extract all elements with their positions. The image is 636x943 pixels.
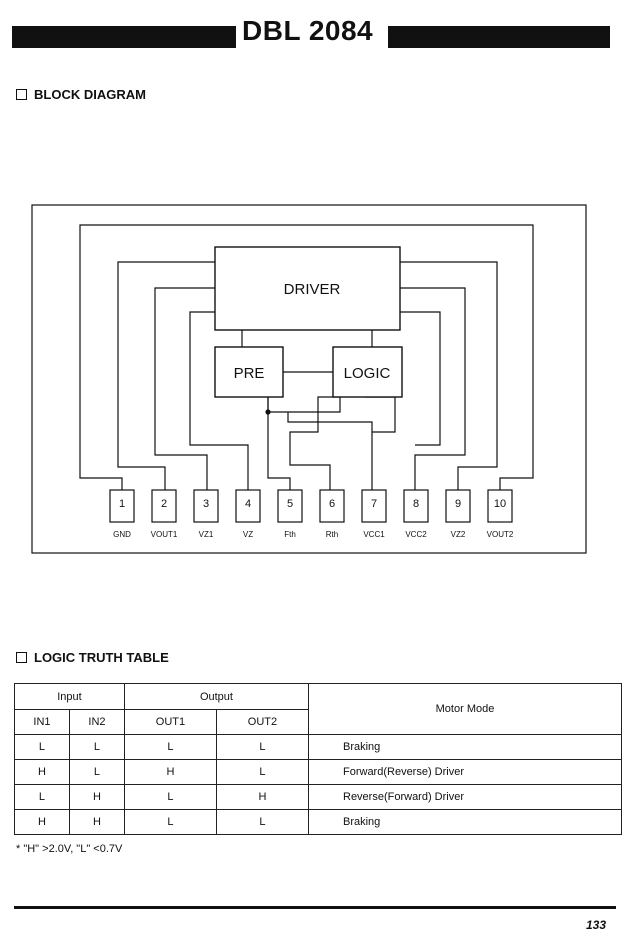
cell-out1: L (123, 784, 217, 810)
pin-box (109, 489, 135, 523)
cell-in2: H (68, 809, 125, 835)
wire-pin4 (189, 311, 249, 490)
diagram-frame (31, 204, 587, 554)
truth-table-footnote: * "H" >2.0V, "L" <0.7V (16, 843, 123, 855)
cell-mode: Braking (308, 734, 622, 760)
pin-number: 3 (203, 498, 209, 510)
cell-out2: L (215, 759, 310, 785)
cell-in1: L (14, 784, 70, 810)
cell-mode: Forward(Reverse) Driver (308, 759, 622, 785)
wire-pin7-a (287, 412, 373, 490)
truth-table-heading: LOGIC TRUTH TABLE (16, 650, 169, 665)
col-out1: OUT1 (123, 709, 217, 735)
pin-box (151, 489, 177, 523)
wire-pin7-b (365, 396, 396, 433)
table-row: H L H L Forward(Reverse) Driver (14, 759, 622, 785)
pin-number: 8 (413, 498, 419, 510)
cell-mode: Braking (308, 809, 622, 835)
pin-box (193, 489, 219, 523)
junction-dot (265, 409, 271, 415)
page-title: DBL 2084 (239, 14, 377, 48)
cell-out2: L (215, 809, 310, 835)
col-in1: IN1 (14, 709, 70, 735)
pin-label: VOUT2 (487, 530, 514, 539)
wire-pin3 (154, 287, 215, 490)
pin-box (361, 489, 387, 523)
checkbox-icon (16, 652, 27, 663)
pin-label: VZ2 (451, 530, 466, 539)
pin-box (403, 489, 429, 523)
cell-in2: H (68, 784, 125, 810)
cell-out1: L (123, 809, 217, 835)
pin-label: VZ1 (199, 530, 214, 539)
pin-label: VCC1 (363, 530, 385, 539)
pin-number: 1 (119, 498, 125, 510)
pin-label: GND (113, 530, 131, 539)
cell-out2: H (215, 784, 310, 810)
pin-box (277, 489, 303, 523)
cell-out1: H (123, 759, 217, 785)
table-group-header-row: Input Output Motor Mode (14, 683, 622, 735)
page-number: 133 (586, 918, 607, 932)
wire-pin1 (79, 224, 534, 490)
motor-mode-header: Motor Mode (308, 683, 622, 735)
group-input-header: Input (14, 683, 125, 710)
truth-table-heading-text: LOGIC TRUTH TABLE (34, 650, 169, 665)
pin-label: Fth (284, 530, 296, 539)
cell-in2: L (68, 734, 125, 760)
block-diagram-heading-text: BLOCK DIAGRAM (34, 87, 146, 102)
col-out2: OUT2 (215, 709, 310, 735)
pin-number: 10 (494, 498, 506, 510)
group-output-header: Output (123, 683, 310, 710)
cell-out2: L (215, 734, 310, 760)
pin-number: 6 (329, 498, 335, 510)
pin-number: 7 (371, 498, 377, 510)
table-row: L L L L Braking (14, 734, 622, 760)
pre-block (214, 346, 284, 398)
bottom-rule (14, 906, 616, 909)
pin-number: 5 (287, 498, 293, 510)
cell-in1: H (14, 809, 70, 835)
pin-box (445, 489, 471, 523)
checkbox-icon (16, 89, 27, 100)
pre-label: PRE (234, 365, 265, 382)
title-bar-left (12, 26, 236, 48)
truth-table: Input Output Motor Mode IN1 IN2 OUT1 OUT… (14, 683, 622, 835)
table-row: H H L L Braking (14, 809, 622, 835)
table-row: L H L H Reverse(Forward) Driver (14, 784, 622, 810)
driver-label: DRIVER (284, 281, 341, 298)
pin-box (319, 489, 345, 523)
title-bar-right (388, 26, 610, 48)
logic-label: LOGIC (344, 365, 391, 382)
wire-pre-node (267, 397, 341, 413)
wire-pin2 (117, 261, 215, 490)
pin-box (487, 489, 513, 523)
cell-mode: Reverse(Forward) Driver (308, 784, 622, 810)
wire-pin8 (400, 311, 441, 446)
wire-pin5 (267, 397, 291, 490)
pin-label: VCC2 (405, 530, 427, 539)
pin-label: VZ (243, 530, 253, 539)
cell-in1: H (14, 759, 70, 785)
driver-block (214, 246, 401, 331)
pin-number: 4 (245, 498, 251, 510)
pin-label: VOUT1 (151, 530, 178, 539)
col-in2: IN2 (68, 709, 125, 735)
logic-block (332, 346, 403, 398)
pin-label: Rth (326, 530, 338, 539)
pin-number: 2 (161, 498, 167, 510)
wire-pin9 (400, 287, 466, 490)
pin-number: 9 (455, 498, 461, 510)
cell-in1: L (14, 734, 70, 760)
wire-pin6 (289, 396, 340, 490)
block-diagram-heading: BLOCK DIAGRAM (16, 87, 146, 102)
cell-in2: L (68, 759, 125, 785)
pin-box (235, 489, 261, 523)
cell-out1: L (123, 734, 217, 760)
wire-pin10 (400, 261, 498, 490)
